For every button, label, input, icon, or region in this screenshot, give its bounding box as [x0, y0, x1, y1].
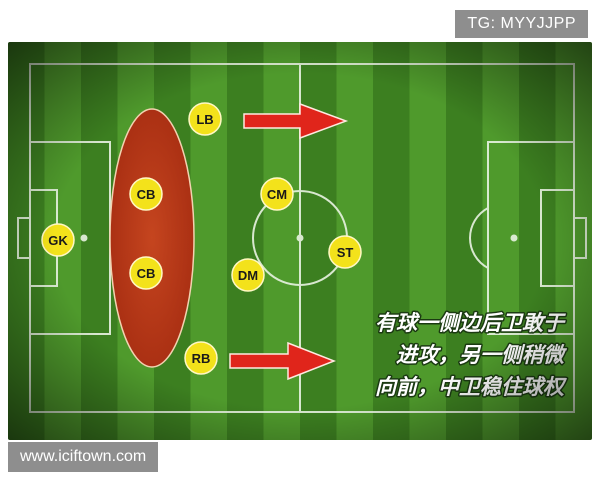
player-st: ST — [328, 235, 362, 269]
grass-stripe — [263, 42, 301, 440]
player-label-dm: DM — [238, 268, 258, 283]
grass-stripe — [8, 42, 45, 440]
football-pitch: LB CB CB GK CM DM ST RB — [8, 42, 592, 440]
defensive-zone-highlight — [109, 108, 195, 368]
player-cb-bottom: CB — [129, 256, 163, 290]
player-label-cb-bottom: CB — [137, 266, 156, 281]
player-label-rb: RB — [192, 351, 211, 366]
player-lb: LB — [188, 102, 222, 136]
player-label-cm: CM — [267, 187, 287, 202]
player-rb: RB — [184, 341, 218, 375]
player-label-cb-top: CB — [137, 187, 156, 202]
grass-stripe — [190, 42, 228, 440]
caption-line-2: 进攻，另一侧稍微 — [396, 343, 568, 367]
player-gk: GK — [41, 223, 75, 257]
player-cb-top: CB — [129, 177, 163, 211]
watermark-tag: TG: MYYJJPP — [455, 10, 588, 38]
player-label-st: ST — [337, 245, 354, 260]
formation-diagram: LB CB CB GK CM DM ST RB — [8, 42, 592, 440]
caption-line-3: 向前，中卫稳住球权 — [375, 375, 568, 399]
player-cm: CM — [260, 177, 294, 211]
player-label-gk: GK — [48, 233, 68, 248]
player-dm: DM — [231, 258, 265, 292]
grass-stripe — [227, 42, 264, 440]
grass-stripe — [300, 42, 337, 440]
caption-line-1: 有球一侧边后卫敢于 — [375, 311, 566, 335]
watermark-url: www.iciftown.com — [8, 442, 159, 472]
player-label-lb: LB — [196, 112, 213, 127]
